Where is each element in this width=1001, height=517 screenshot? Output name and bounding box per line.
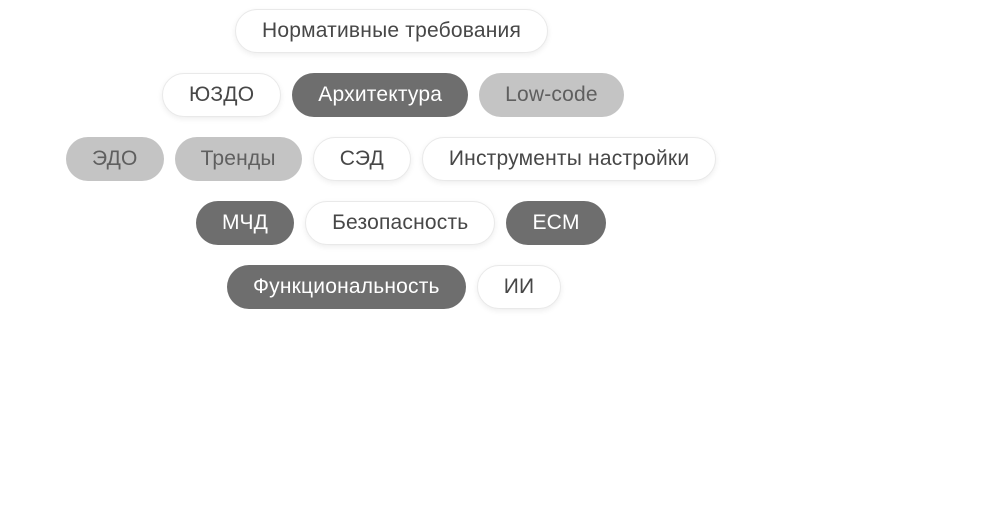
tag-setup-tools[interactable]: Инструменты настройки — [421, 137, 717, 181]
tag-row-4: МЧД Безопасность ECM — [196, 201, 1001, 245]
tag-cloud: Нормативные требования ЮЗДО Архитектура … — [0, 9, 1001, 329]
tag-label: Функциональность — [253, 275, 440, 298]
tag-label: ECM — [532, 211, 580, 234]
tag-label: СЭД — [339, 147, 384, 170]
tag-label: Low-code — [505, 83, 598, 106]
tag-row-1: Нормативные требования — [235, 9, 1001, 53]
tag-label: Нормативные требования — [262, 19, 522, 42]
tag-ecm[interactable]: ECM — [506, 201, 606, 245]
tag-security[interactable]: Безопасность — [305, 201, 496, 245]
tag-label: ЮЗДО — [189, 83, 255, 106]
tag-edo[interactable]: ЭДО — [66, 137, 164, 181]
tag-normative-requirements[interactable]: Нормативные требования — [235, 9, 549, 53]
tag-label: Безопасность — [332, 211, 469, 234]
tag-yuzdo[interactable]: ЮЗДО — [162, 73, 282, 117]
tag-sed[interactable]: СЭД — [312, 137, 411, 181]
tag-functionality[interactable]: Функциональность — [227, 265, 466, 309]
tag-label: ИИ — [503, 275, 535, 298]
tag-row-3: ЭДО Тренды СЭД Инструменты настройки — [66, 137, 1001, 181]
tag-label: Инструменты настройки — [448, 147, 690, 170]
tag-row-5: Функциональность ИИ — [227, 265, 1001, 309]
tag-architecture[interactable]: Архитектура — [292, 73, 469, 117]
tag-label: Архитектура — [318, 83, 443, 106]
tag-label: ЭДО — [92, 147, 138, 170]
tag-low-code[interactable]: Low-code — [479, 73, 624, 117]
tag-label: МЧД — [222, 211, 269, 234]
tag-label: Тренды — [200, 147, 276, 170]
tag-trends[interactable]: Тренды — [174, 137, 302, 181]
tag-mchd[interactable]: МЧД — [196, 201, 295, 245]
tag-row-2: ЮЗДО Архитектура Low-code — [162, 73, 1001, 117]
tag-ai[interactable]: ИИ — [476, 265, 562, 309]
